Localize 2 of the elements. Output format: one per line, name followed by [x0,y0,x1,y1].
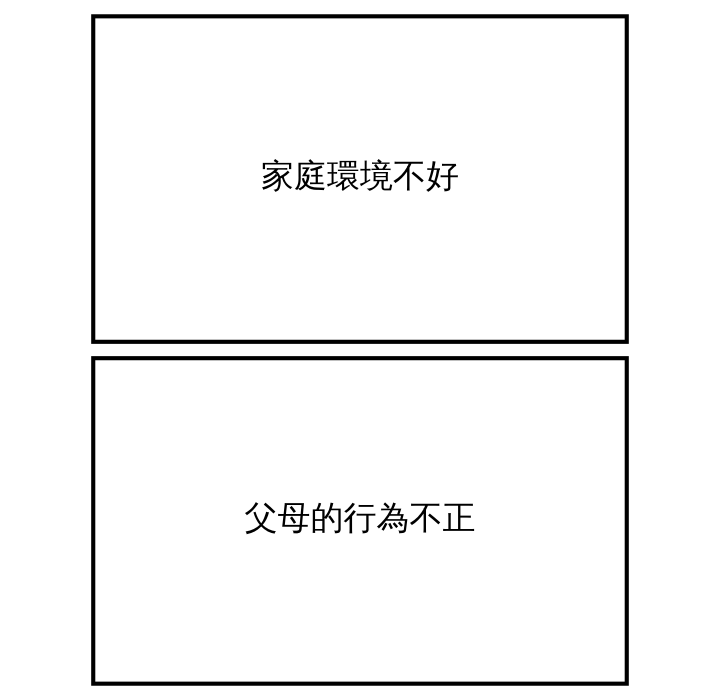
node-box: 父母的行為不正 [91,356,629,686]
node-box: 家庭環境不好 [91,14,629,344]
